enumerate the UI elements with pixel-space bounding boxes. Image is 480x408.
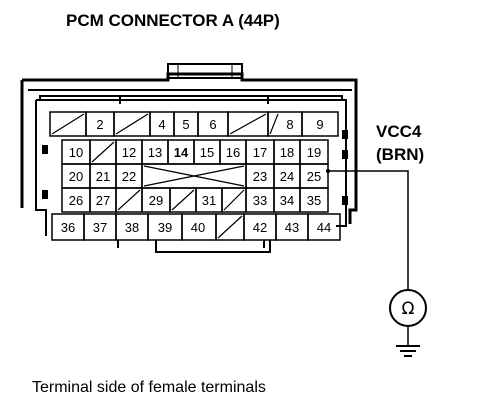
- diagram-title: PCM CONNECTOR A (44P): [66, 11, 280, 30]
- pin-33: 33: [253, 193, 267, 208]
- pin-14: 14: [174, 145, 189, 160]
- pin-12: 12: [122, 145, 136, 160]
- pin-34: 34: [280, 193, 294, 208]
- pin-5: 5: [182, 117, 189, 132]
- latch-left-lower: [42, 190, 48, 199]
- pin-40: 40: [191, 220, 205, 235]
- pin-24: 24: [280, 169, 294, 184]
- pin-13: 13: [148, 145, 162, 160]
- ground-icon: [396, 326, 420, 357]
- pin-29: 29: [149, 193, 163, 208]
- pin-43: 43: [285, 220, 299, 235]
- probe-wire: [328, 170, 409, 290]
- pin-39: 39: [158, 220, 172, 235]
- pin-2: 2: [96, 117, 103, 132]
- pin-18: 18: [280, 145, 294, 160]
- latch-right-upper: [342, 130, 348, 139]
- signal-label: VCC4: [376, 122, 422, 141]
- diagram-caption: Terminal side of female terminals: [32, 379, 266, 396]
- pin-38: 38: [125, 220, 139, 235]
- pin-23: 23: [253, 169, 267, 184]
- wire-color-label: (BRN): [376, 145, 424, 164]
- pin-block: 2 4 5 6 8 9 10 12 13 14 15 16 17 18: [49, 111, 341, 241]
- pin-36: 36: [61, 220, 75, 235]
- connector-housing: [20, 63, 358, 253]
- pin-42: 42: [253, 220, 267, 235]
- ohm-icon: Ω: [402, 299, 415, 319]
- pin-25: 25: [307, 169, 321, 184]
- ohmmeter: Ω: [389, 289, 427, 327]
- pin-31: 31: [202, 193, 216, 208]
- pin-9: 9: [316, 117, 323, 132]
- pin-37: 37: [93, 220, 107, 235]
- pin-15: 15: [200, 145, 214, 160]
- pin-19: 19: [307, 145, 321, 160]
- lock-tab: [167, 63, 243, 79]
- pin-22: 22: [122, 169, 136, 184]
- pin-26: 26: [69, 193, 83, 208]
- pin-8: 8: [286, 117, 293, 132]
- pin-27: 27: [96, 193, 110, 208]
- latch-right-lower: [342, 196, 348, 205]
- latch-left-upper: [42, 145, 48, 154]
- pin-17: 17: [253, 145, 267, 160]
- pin-44: 44: [317, 220, 331, 235]
- pin-16: 16: [226, 145, 240, 160]
- pin-20: 20: [69, 169, 83, 184]
- latch-right-mid: [342, 150, 348, 159]
- pin-35: 35: [307, 193, 321, 208]
- pin-21: 21: [96, 169, 110, 184]
- pin-6: 6: [209, 117, 216, 132]
- pin-4: 4: [158, 117, 165, 132]
- pin-10: 10: [69, 145, 83, 160]
